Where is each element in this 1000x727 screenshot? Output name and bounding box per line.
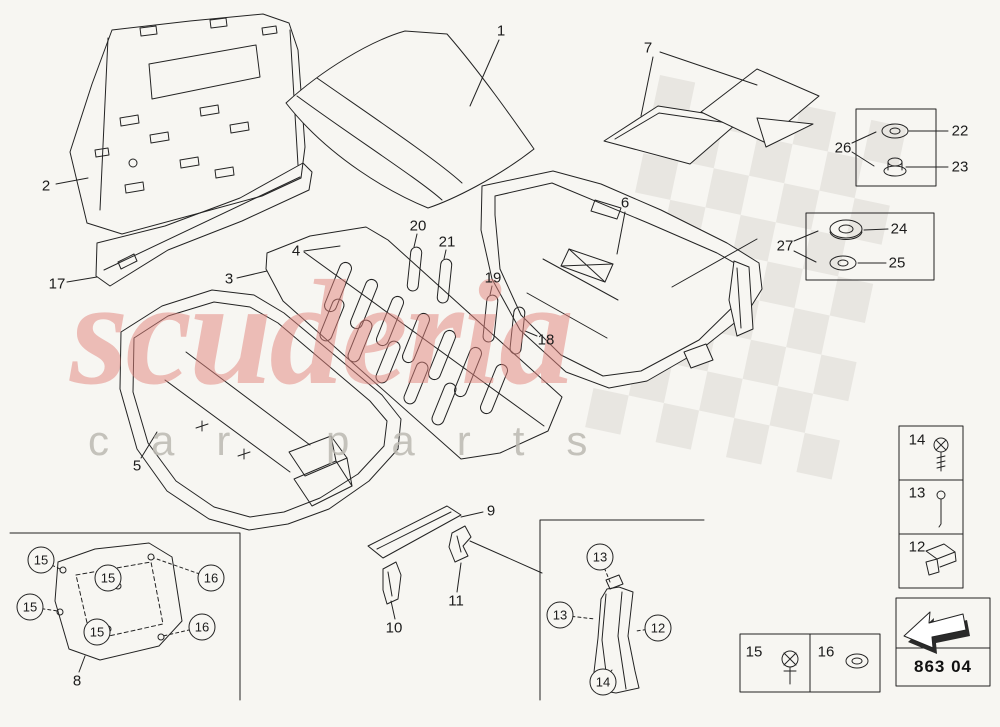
callout-26: 26	[834, 139, 852, 157]
part-19-strip	[482, 285, 499, 343]
callout-11: 11	[448, 592, 464, 610]
circled-callout-16: 16	[197, 564, 225, 592]
callout-23: 23	[951, 158, 969, 176]
circled-callout-14: 14	[589, 668, 617, 696]
circled-callout-15: 15	[83, 618, 111, 646]
callout-21: 21	[438, 233, 456, 251]
detail-part-8-panel	[29, 542, 212, 673]
grommet-ring-icon	[845, 653, 869, 669]
washer-icon	[829, 255, 857, 271]
part-11-clip	[448, 525, 543, 593]
part-17-trim-strip	[66, 162, 313, 287]
legend-label-15: 15	[745, 643, 763, 661]
callout-19: 19	[484, 269, 502, 287]
callout-3: 3	[224, 270, 234, 288]
legend-box-15-16	[739, 633, 881, 693]
legend-label-12: 12	[908, 538, 926, 556]
legend-label-13: 13	[908, 484, 926, 502]
part-2-rear-panel	[55, 13, 306, 235]
part-9-sill-panel	[367, 505, 484, 559]
circled-callout-13: 13	[546, 601, 574, 629]
legend-box-12	[898, 533, 964, 589]
part-5-floor-tray-left	[119, 289, 402, 531]
clip-bracket-icon	[925, 543, 957, 576]
callout-24: 24	[890, 220, 908, 238]
circled-callout-12: 12	[644, 614, 672, 642]
direction-arrow-icon	[903, 611, 970, 654]
detail-frame-lines	[9, 519, 705, 701]
grommet-icon	[829, 219, 863, 240]
cap-nut-icon	[883, 157, 907, 177]
legend-label-14: 14	[908, 431, 926, 449]
callout-9: 9	[486, 502, 496, 520]
circled-callout-15: 15	[94, 564, 122, 592]
callout-25: 25	[888, 254, 906, 272]
callout-4: 4	[291, 242, 301, 260]
part-code-box	[895, 597, 991, 687]
callout-7: 7	[643, 39, 653, 57]
fastener-box-27	[793, 212, 935, 281]
push-rivet-icon	[781, 650, 799, 685]
callout-22: 22	[951, 122, 969, 140]
part-3-4-tunnel-carpet	[236, 226, 563, 460]
circled-callout-15: 15	[27, 546, 55, 574]
screw-icon	[933, 437, 949, 472]
part-10-bracket	[382, 561, 402, 620]
callout-18: 18	[537, 331, 555, 349]
fastener-box-26	[851, 108, 949, 187]
part-1-headliner-panel	[285, 30, 535, 209]
part-18-strip	[509, 306, 538, 355]
callout-17: 17	[48, 275, 66, 293]
part-6-floor-tray-right	[480, 170, 763, 389]
callout-10: 10	[385, 619, 403, 637]
part-7-floor-mats	[603, 51, 820, 165]
callout-2: 2	[41, 177, 51, 195]
pin-icon	[936, 490, 946, 528]
circled-callout-15: 15	[16, 593, 44, 621]
callout-1: 1	[496, 22, 506, 40]
callout-5: 5	[132, 457, 142, 475]
part-21-strip	[436, 249, 453, 304]
callout-6: 6	[620, 194, 630, 212]
part-code: 863 04	[914, 657, 972, 676]
callout-8: 8	[72, 672, 82, 690]
part-20-strip	[406, 233, 423, 292]
cap-grommet-icon	[881, 123, 909, 139]
callout-27: 27	[776, 237, 794, 255]
legend-label-16: 16	[817, 643, 835, 661]
callout-20: 20	[409, 217, 427, 235]
circled-callout-13: 13	[586, 543, 614, 571]
circled-callout-16: 16	[188, 613, 216, 641]
